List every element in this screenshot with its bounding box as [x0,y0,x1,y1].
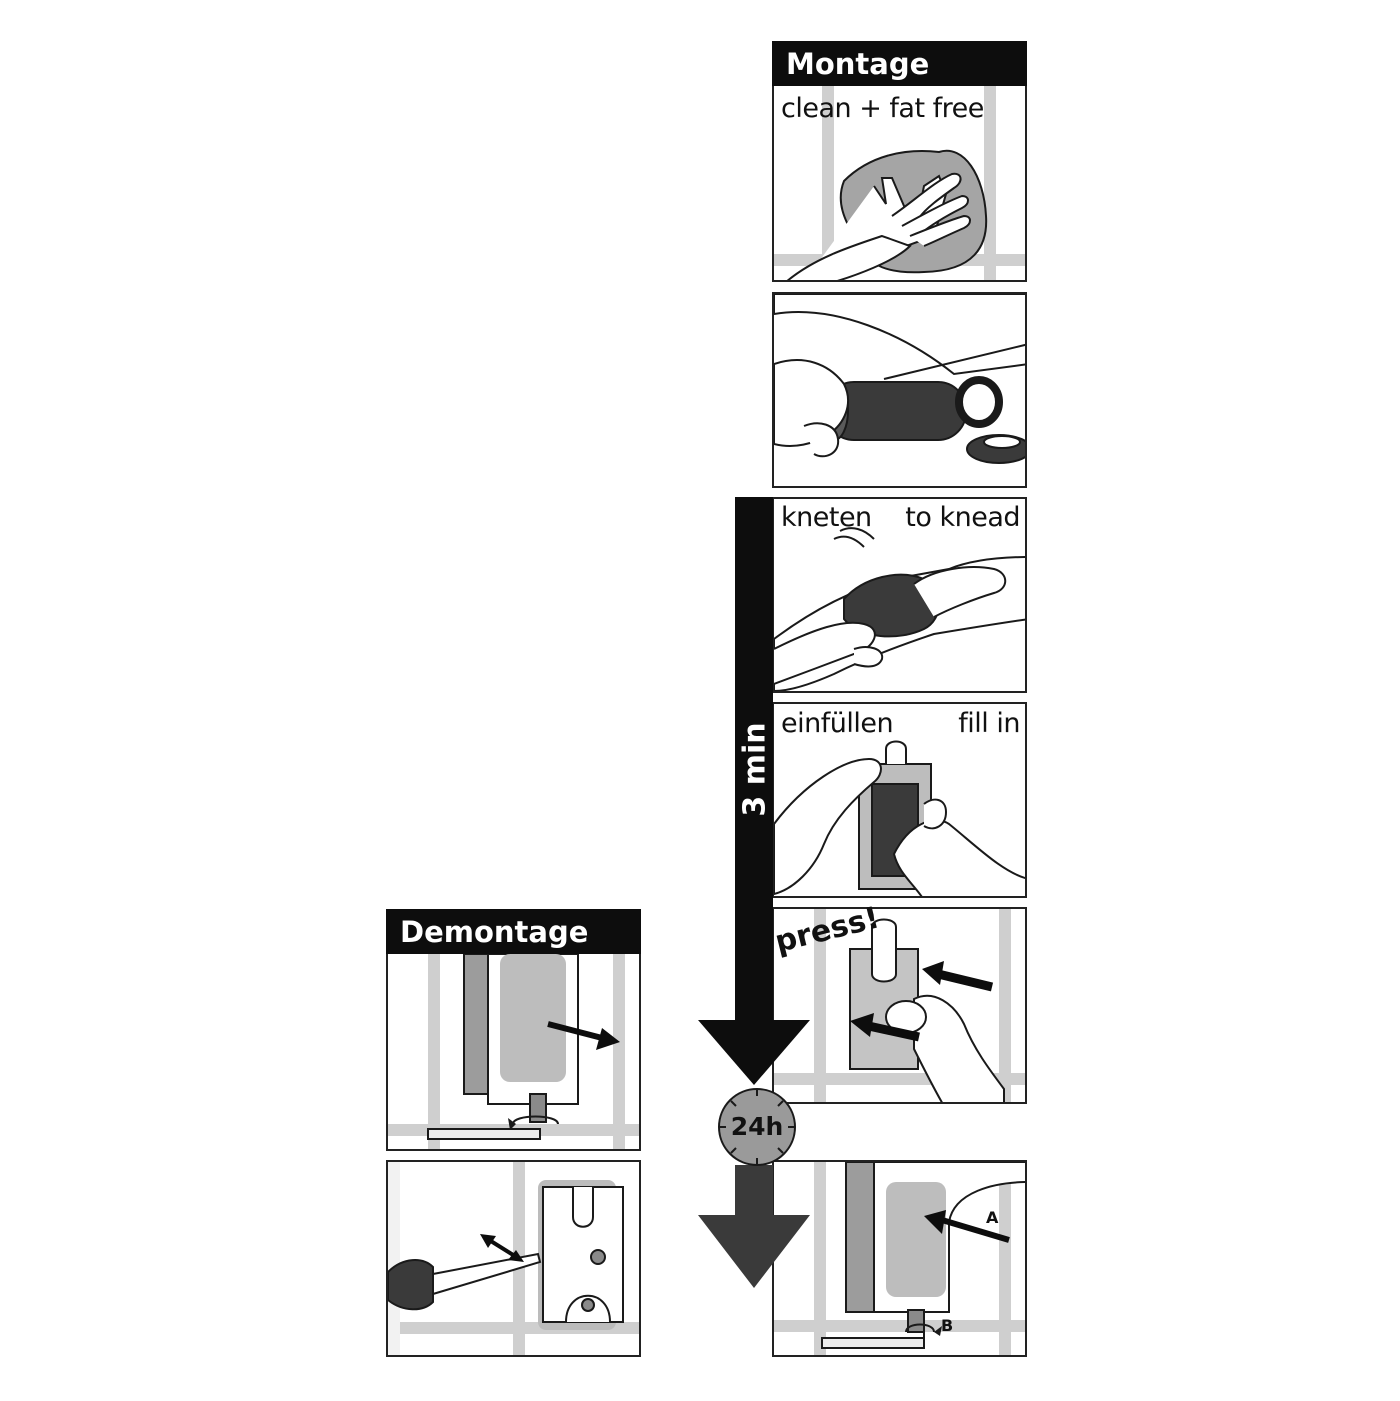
step-knead-caption-de: kneten [781,502,872,533]
kneading-hands-illustration [774,527,1025,691]
prying-bracket-illustration [388,1162,639,1355]
step-unroll-panel [772,292,1027,488]
wiping-hand-illustration [774,86,1025,280]
step-clean-caption: clean + fat free [781,93,984,124]
step-knead-caption-en: to knead [905,502,1020,533]
loosening-screw-illustration [388,954,639,1149]
final-mounted-bracket-illustration [774,1162,1025,1355]
three-minute-label: 3 min [737,722,773,817]
step-knead-panel [772,497,1027,693]
cure-time-label: 24h [730,1112,784,1141]
step-press-panel [772,907,1027,1104]
demontage-heading: Demontage [386,909,641,956]
demontage-loosen-panel [386,954,641,1151]
putty-roll-illustration [774,294,1025,464]
step-fill-caption-en: fill in [958,708,1020,739]
marker-b: B [941,1316,954,1335]
demontage-pry-panel [386,1160,641,1357]
step-clean-panel [772,86,1027,282]
filling-bracket-illustration [774,740,1025,896]
step-final-panel [772,1160,1027,1357]
montage-heading: Montage [772,41,1027,88]
pressing-bracket-illustration [774,909,1025,1102]
step-fill-panel [772,702,1027,898]
marker-a: A [986,1208,999,1227]
step-fill-caption-de: einfüllen [781,708,894,739]
